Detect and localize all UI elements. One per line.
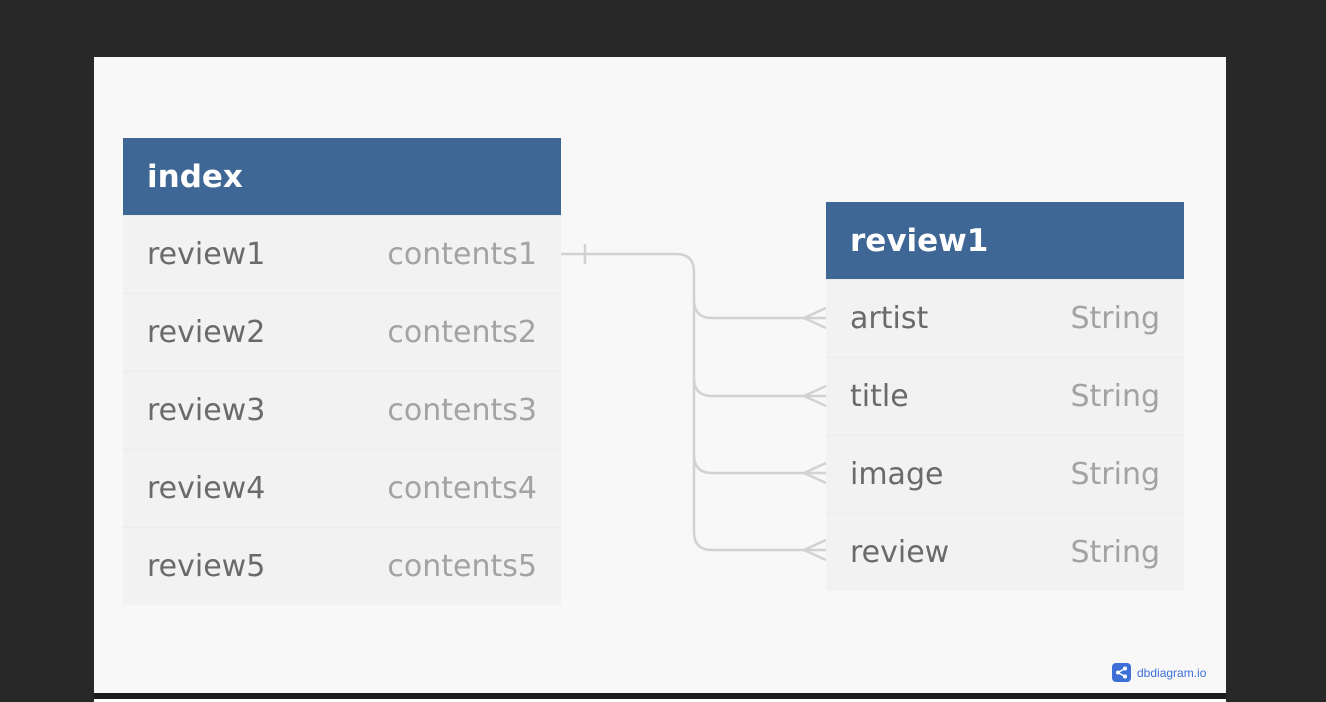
connector-branch-title (692, 377, 826, 398)
field-type: String (1070, 535, 1160, 570)
brand-label: dbdiagram.io (1137, 665, 1207, 680)
field-name: review (850, 535, 950, 570)
table-row[interactable]: review1 contents1 (123, 215, 561, 293)
connector-branch-image (692, 454, 826, 475)
table-row[interactable]: artist String (826, 279, 1184, 357)
field-name: image (850, 457, 944, 492)
connector-trunk (561, 252, 826, 552)
many-marker-title (800, 384, 827, 408)
field-name: review1 (147, 237, 266, 272)
many-marker-artist (800, 306, 827, 330)
table-review1[interactable]: review1 artist String title String image… (826, 202, 1184, 591)
many-marker-review (800, 538, 827, 562)
field-type: contents1 (387, 237, 537, 272)
field-name: review2 (147, 315, 266, 350)
field-type: contents4 (387, 471, 537, 506)
field-name: review4 (147, 471, 266, 506)
bottom-divider (94, 693, 1226, 702)
table-row[interactable]: review3 contents3 (123, 371, 561, 449)
table-row[interactable]: review String (826, 513, 1184, 591)
field-type: contents3 (387, 393, 537, 428)
field-name: review3 (147, 393, 266, 428)
table-row[interactable]: review5 contents5 (123, 527, 561, 605)
share-network-icon (1112, 663, 1131, 682)
field-type: String (1070, 379, 1160, 414)
brand-link[interactable]: dbdiagram.io (1112, 663, 1206, 682)
field-type: String (1070, 301, 1160, 336)
field-type: String (1070, 457, 1160, 492)
field-name: title (850, 379, 909, 414)
field-type: contents2 (387, 315, 537, 350)
field-type: contents5 (387, 549, 537, 584)
field-name: review5 (147, 549, 266, 584)
table-index[interactable]: index review1 contents1 review2 contents… (123, 138, 561, 605)
table-row[interactable]: review4 contents4 (123, 449, 561, 527)
table-row[interactable]: image String (826, 435, 1184, 513)
table-row[interactable]: title String (826, 357, 1184, 435)
connector-branch-artist (692, 299, 826, 320)
table-row[interactable]: review2 contents2 (123, 293, 561, 371)
table-header[interactable]: index (123, 138, 561, 215)
field-name: artist (850, 301, 929, 336)
table-header[interactable]: review1 (826, 202, 1184, 279)
many-marker-image (800, 461, 827, 485)
